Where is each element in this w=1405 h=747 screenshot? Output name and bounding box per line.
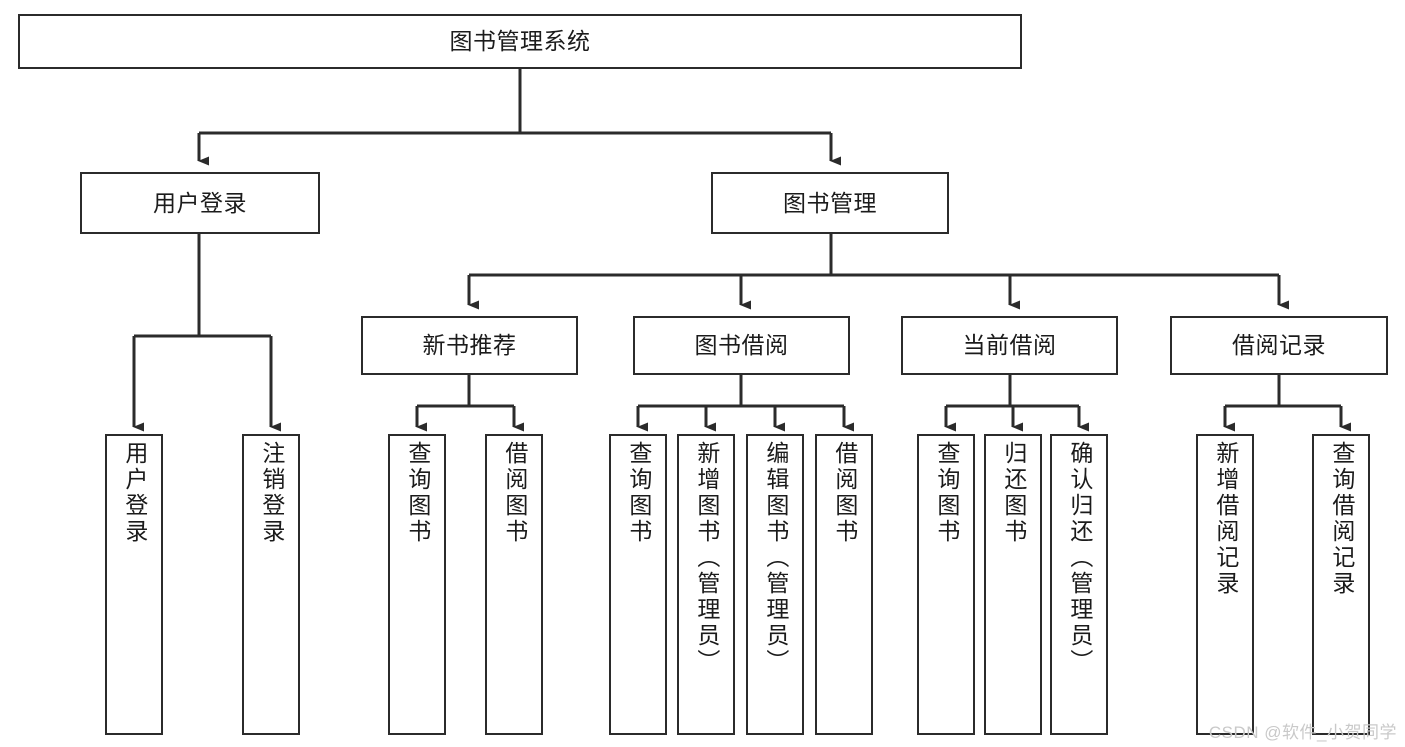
node-label: 确认归还（管理员） [1066,441,1093,675]
node-label: 当前借阅 [962,332,1057,359]
node-label: 查询图书 [933,441,960,545]
node-label: 图书管理 [783,189,877,216]
leaf-borrow-add-book-admin[interactable]: 新增图书（管理员） [677,434,735,735]
leaf-borrow-query-book[interactable]: 查询图书 [609,434,667,735]
node-book-borrow[interactable]: 图书借阅 [633,316,850,375]
node-user-login[interactable]: 用户登录 [80,172,320,234]
leaf-current-return-book[interactable]: 归还图书 [984,434,1042,735]
node-label: 查询图书 [625,441,652,545]
node-current-borrow[interactable]: 当前借阅 [901,316,1118,375]
csdn-watermark: CSDN @软件_小贺同学 [1208,723,1397,742]
node-label: 新书推荐 [422,332,517,359]
node-label: 新增图书（管理员） [693,441,720,675]
node-root-system[interactable]: 图书管理系统 [18,14,1022,69]
leaf-current-query-book[interactable]: 查询图书 [917,434,975,735]
node-label: 借阅图书 [501,441,528,545]
leaf-record-add-borrow-record[interactable]: 新增借阅记录 [1196,434,1254,735]
leaf-recommend-query-book[interactable]: 查询图书 [388,434,446,735]
node-label: 编辑图书（管理员） [762,441,789,675]
node-book-management[interactable]: 图书管理 [711,172,949,234]
node-label: 查询图书 [404,441,431,545]
node-label: 用户登录 [153,189,247,216]
node-label: 归还图书 [1000,441,1027,545]
node-label: 查询借阅记录 [1328,441,1355,597]
node-new-book-recommend[interactable]: 新书推荐 [361,316,578,375]
node-label: 新增借阅记录 [1212,441,1239,597]
leaf-borrow-borrow-book[interactable]: 借阅图书 [815,434,873,735]
leaf-user-logout[interactable]: 注销登录 [242,434,300,735]
node-label: 借阅图书 [831,441,858,545]
node-label: 注销登录 [258,441,285,545]
leaf-user-login[interactable]: 用户登录 [105,434,163,735]
node-label: 用户登录 [121,441,148,545]
leaf-record-query-borrow-record[interactable]: 查询借阅记录 [1312,434,1370,735]
leaf-recommend-borrow-book[interactable]: 借阅图书 [485,434,543,735]
leaf-borrow-edit-book-admin[interactable]: 编辑图书（管理员） [746,434,804,735]
node-label: 图书借阅 [694,332,789,359]
leaf-current-confirm-return-admin[interactable]: 确认归还（管理员） [1050,434,1108,735]
node-label: 图书管理系统 [449,28,591,55]
node-borrow-record[interactable]: 借阅记录 [1170,316,1388,375]
node-label: 借阅记录 [1232,332,1326,359]
